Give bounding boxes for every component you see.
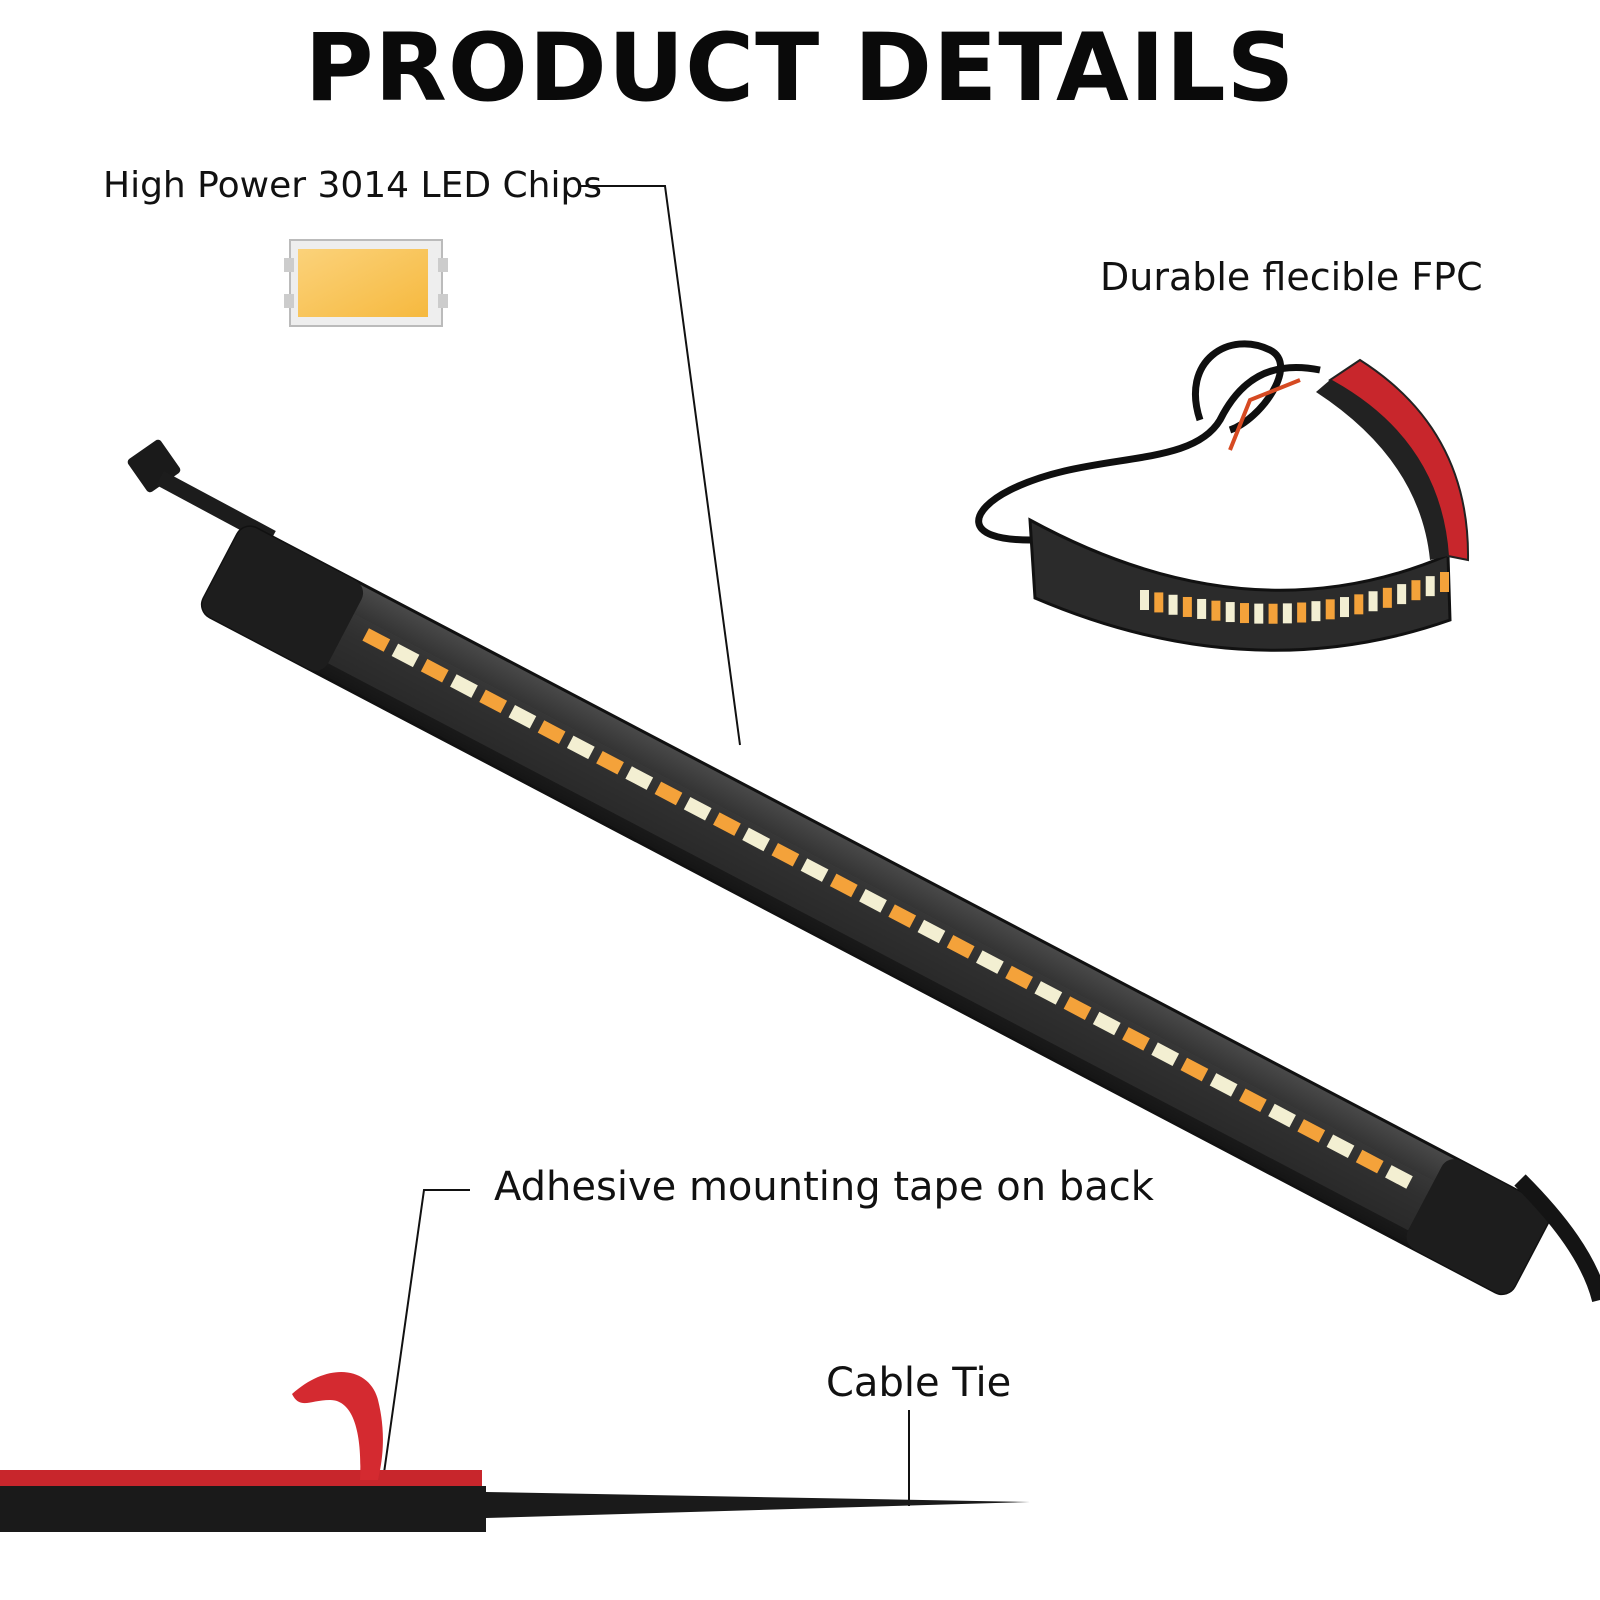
led-chip bbox=[362, 628, 391, 652]
fpc-led-chip bbox=[1254, 603, 1264, 624]
led-chip bbox=[1180, 1057, 1209, 1082]
led-chip bbox=[1092, 1011, 1121, 1036]
led-row bbox=[362, 628, 1413, 1189]
fpc-led-chip bbox=[1140, 590, 1149, 610]
led-chip bbox=[420, 658, 449, 683]
side-view-strip-icon bbox=[0, 1371, 1030, 1532]
led-chip bbox=[1385, 1165, 1413, 1189]
fpc-led-chip bbox=[1240, 603, 1249, 624]
led-chip bbox=[888, 904, 917, 928]
led-chip bbox=[946, 935, 975, 959]
led-chip bbox=[1355, 1149, 1384, 1174]
fpc-led-chip bbox=[1297, 602, 1307, 623]
led-chip bbox=[1268, 1103, 1296, 1128]
fpc-led-chip bbox=[1325, 599, 1335, 620]
led-chip bbox=[654, 781, 683, 806]
leader-line-tape bbox=[382, 1189, 470, 1481]
led-chip-icon bbox=[284, 239, 448, 327]
fpc-led-chip bbox=[1340, 597, 1349, 618]
led-chip bbox=[1005, 965, 1033, 990]
led-chip bbox=[596, 750, 624, 775]
fpc-led-chip bbox=[1154, 592, 1164, 613]
fpc-led-chip bbox=[1411, 580, 1421, 601]
led-chip bbox=[771, 843, 800, 867]
led-chip bbox=[625, 766, 654, 790]
power-cable-icon bbox=[1514, 1174, 1600, 1303]
led-chip bbox=[683, 796, 712, 821]
led-chip bbox=[1122, 1027, 1150, 1051]
led-chip bbox=[975, 950, 1004, 974]
fpc-led-chip bbox=[1425, 576, 1435, 597]
fpc-led-chip bbox=[1211, 600, 1221, 621]
fpc-led-chip bbox=[1182, 596, 1192, 617]
callout-led-chips: High Power 3014 LED Chips bbox=[103, 165, 603, 206]
led-chip bbox=[917, 919, 946, 944]
led-chip bbox=[1209, 1073, 1238, 1097]
page-title: PRODUCT DETAILS bbox=[304, 14, 1296, 123]
callout-flexible-fpc: Durable flecible FPC bbox=[1100, 255, 1483, 299]
fpc-led-chip bbox=[1268, 603, 1278, 624]
led-chip bbox=[1151, 1042, 1180, 1066]
fpc-led-chip bbox=[1311, 601, 1321, 622]
cable-tie-top-icon bbox=[127, 439, 276, 546]
led-chip bbox=[1326, 1134, 1355, 1159]
led-strip-bar bbox=[200, 525, 1551, 1296]
fpc-led-chip bbox=[1225, 602, 1235, 623]
led-chip bbox=[508, 704, 537, 729]
fpc-led-chip bbox=[1282, 603, 1292, 624]
led-chip bbox=[1297, 1119, 1326, 1143]
flexible-fpc-strip-icon bbox=[975, 340, 1470, 652]
fpc-led-chip bbox=[1397, 584, 1407, 605]
fpc-led-chip bbox=[1168, 594, 1178, 615]
led-chip bbox=[566, 735, 595, 760]
led-chip bbox=[859, 889, 887, 913]
led-chip bbox=[800, 858, 829, 882]
fpc-led-chip bbox=[1354, 594, 1364, 615]
fpc-led-chip bbox=[1382, 587, 1392, 608]
fpc-led-chip bbox=[1368, 591, 1378, 612]
led-chip bbox=[391, 643, 420, 668]
led-chip bbox=[742, 827, 771, 852]
leader-lines bbox=[382, 185, 910, 1506]
led-chip bbox=[479, 689, 508, 714]
led-chip bbox=[1238, 1088, 1267, 1112]
led-chip bbox=[537, 720, 566, 744]
fpc-led-chip bbox=[1440, 572, 1449, 592]
led-chip bbox=[829, 873, 858, 898]
led-chip bbox=[1063, 996, 1092, 1020]
fpc-led-row bbox=[1140, 572, 1449, 624]
fpc-led-chip bbox=[1197, 598, 1207, 619]
leader-line-chips bbox=[580, 185, 741, 746]
callout-cable-tie: Cable Tie bbox=[826, 1360, 1012, 1406]
callout-adhesive-tape: Adhesive mounting tape on back bbox=[494, 1164, 1154, 1210]
led-chip bbox=[450, 674, 478, 698]
led-chip bbox=[713, 812, 741, 836]
led-chip bbox=[1034, 981, 1063, 1005]
